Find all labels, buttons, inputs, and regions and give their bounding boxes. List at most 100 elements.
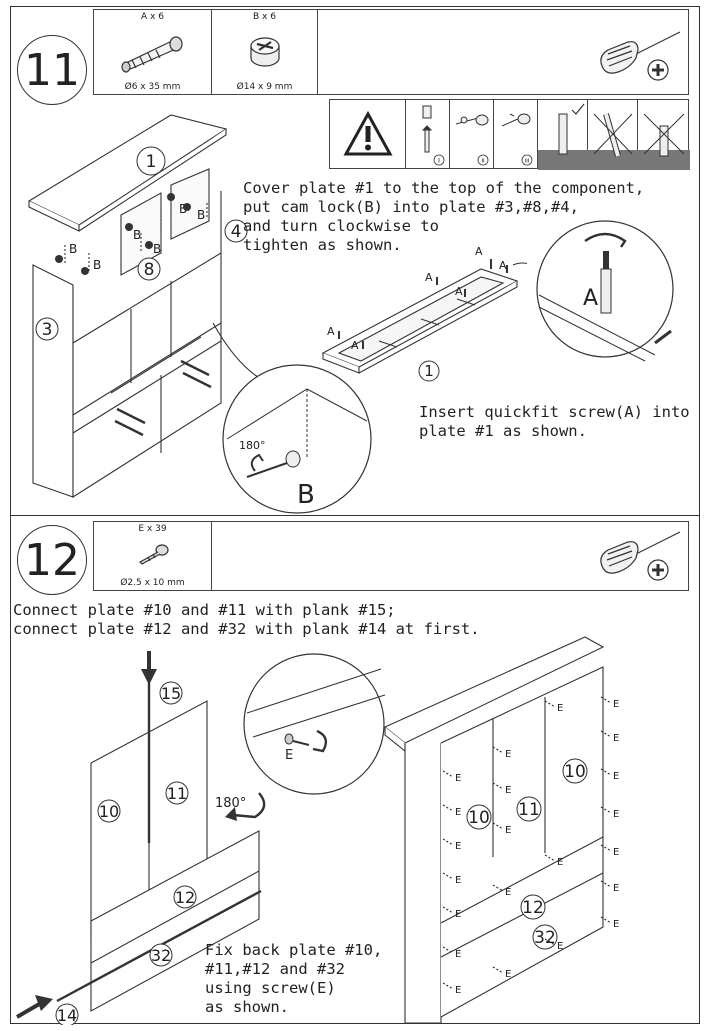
part-b-cell: B x 6 Ø14 x 9 mm <box>212 10 318 94</box>
cabinet-plate-11-label: 11 <box>518 800 540 820</box>
e-mark: E <box>505 749 511 760</box>
warning-wrong-2 <box>638 100 690 170</box>
screw-a-label-6: A <box>499 259 507 272</box>
cabinet-plate-10-label: 10 <box>468 808 490 828</box>
roman-ii: II <box>481 159 485 165</box>
warning-step-ii: II <box>450 100 494 168</box>
quickfit-screw-icon <box>121 36 183 73</box>
cam-instruction-line-2: put cam lock(B) into plate #3,#8,#4, <box>243 198 579 216</box>
screw-a-label-1: A <box>327 325 335 338</box>
warning-cell <box>330 100 406 168</box>
step-11-parts-box: A x 6 Ø6 x 35 mm B x 6 <box>93 9 689 95</box>
e-mark: E <box>613 883 619 894</box>
step-12-number: 12 <box>17 525 87 595</box>
plank-14-label: 14 <box>57 1006 77 1025</box>
e-mark: E <box>505 969 511 980</box>
e-mark: E <box>613 699 619 710</box>
back-angle-label: 180° <box>215 796 246 811</box>
cam-instruction-line-1: Cover plate #1 to the top of the compone… <box>243 179 645 197</box>
roman-i: I <box>438 158 440 165</box>
e-mark: E <box>455 841 461 852</box>
plate-11-label: 11 <box>167 784 187 803</box>
warning-panel: I II III <box>329 99 690 170</box>
plate-4-label: 4 <box>231 222 242 242</box>
quickfit-screw-detail: A <box>536 220 674 362</box>
part-e-cell: E x 39 Ø2.5 x 10 mm <box>94 522 212 590</box>
e-mark: E <box>505 825 511 836</box>
warning-wrong-1 <box>588 100 638 170</box>
fix-instruction-line-2: #11,#12 and #32 <box>205 960 345 978</box>
cabinet-plate-12-label: 12 <box>522 898 544 918</box>
screw-a-label-4: A <box>455 285 463 298</box>
cam-instruction-line-3: and turn clockwise to <box>243 217 439 235</box>
screw-e-detail-label: E <box>285 748 293 763</box>
cam-detail-b-label: B <box>297 480 315 510</box>
warning-correct <box>538 100 588 170</box>
cam-b-label-5: B <box>179 202 187 216</box>
screw-e-detail: E <box>243 653 386 795</box>
e-mark: E <box>455 773 461 784</box>
e-mark: E <box>455 949 461 960</box>
cam-b-label-6: B <box>197 208 205 222</box>
cam-instruction-line-4: tighten as shown. <box>243 236 402 254</box>
plate-8-label: 8 <box>144 260 155 280</box>
step-12-connect-instruction: Connect plate #10 and #11 with plank #15… <box>13 601 480 639</box>
step-divider <box>11 515 699 516</box>
fix-instruction-line-3: using screw(E) <box>205 979 336 997</box>
phillips-screwdriver-icon <box>600 531 681 581</box>
plate-12-label: 12 <box>175 888 195 907</box>
e-mark: E <box>613 733 619 744</box>
warning-step-iii: III <box>494 100 538 168</box>
plate-1-screw-label: 1 <box>424 362 434 380</box>
cam-lock-detail: 180° B <box>222 364 372 514</box>
step-11-number: 11 <box>17 35 87 105</box>
step-11-screw-instruction: Insert quickfit screw(A) into plate #1 a… <box>419 403 690 441</box>
warning-step-i: I <box>406 100 450 168</box>
cam-b-label-2: B <box>93 258 101 272</box>
fix-instruction-line-4: as shown. <box>205 998 289 1016</box>
e-mark: E <box>613 809 619 820</box>
plank-15-label: 15 <box>161 684 181 703</box>
e-mark: E <box>613 919 619 930</box>
screw-a-label-2: A <box>351 339 359 352</box>
cam-lock-icon <box>250 37 280 67</box>
part-e-qty: E x 39 <box>138 524 167 534</box>
part-a-cell: A x 6 Ø6 x 35 mm <box>94 10 212 94</box>
e-mark: E <box>557 941 563 952</box>
step-12-fix-instruction: Fix back plate #10, #11,#12 and #32 usin… <box>205 941 382 1017</box>
back-plates-illustration: 15 10 11 12 32 14 180° <box>15 651 266 1025</box>
plate-32-label: 32 <box>151 946 171 965</box>
instruction-page: 11 A x 6 Ø6 x 35 mm B x 6 <box>10 6 700 1025</box>
phillips-screwdriver-icon <box>600 31 681 81</box>
e-mark: E <box>613 771 619 782</box>
plate-1-label: 1 <box>146 152 157 172</box>
plate-10-label: 10 <box>99 802 119 821</box>
e-mark: E <box>613 847 619 858</box>
screw-a-label-5: A <box>475 245 483 258</box>
step-11-cabinet-illustration: 1 3 8 4 B B B B B B <box>27 114 274 499</box>
screw-detail-a-label: A <box>583 286 598 311</box>
cam-b-label-1: B <box>69 242 77 256</box>
connect-instruction-line-1: Connect plate #10 and #11 with plank #15… <box>13 601 396 619</box>
part-a-qty: A x 6 <box>141 12 164 22</box>
e-mark: E <box>455 807 461 818</box>
cabinet-back-illustration: 10 11 10 12 32 E E E E E E E E E E E E E… <box>383 636 619 1024</box>
cabinet-plate-32-label: 32 <box>534 928 556 948</box>
fix-instruction-line-1: Fix back plate #10, <box>205 941 383 959</box>
screw-a-label-3: A <box>425 271 433 284</box>
e-mark: E <box>505 887 511 898</box>
plate-3-label: 3 <box>42 320 53 340</box>
warning-icon <box>343 110 393 156</box>
cam-b-label-3: B <box>133 228 141 242</box>
part-a-size: Ø6 x 35 mm <box>124 82 181 92</box>
screw-instruction-line-2: plate #1 as shown. <box>419 422 587 440</box>
step-12-parts-box: E x 39 Ø2.5 x 10 mm <box>93 521 689 591</box>
plate-1-screw-illustration: A A A A A A 1 <box>321 245 527 382</box>
screw-instruction-line-1: Insert quickfit screw(A) into <box>419 403 690 421</box>
roman-iii: III <box>525 159 529 165</box>
wood-screw-icon <box>139 544 169 565</box>
part-b-qty: B x 6 <box>253 12 276 22</box>
e-mark: E <box>505 785 511 796</box>
e-mark: E <box>455 909 461 920</box>
e-mark: E <box>557 703 563 714</box>
